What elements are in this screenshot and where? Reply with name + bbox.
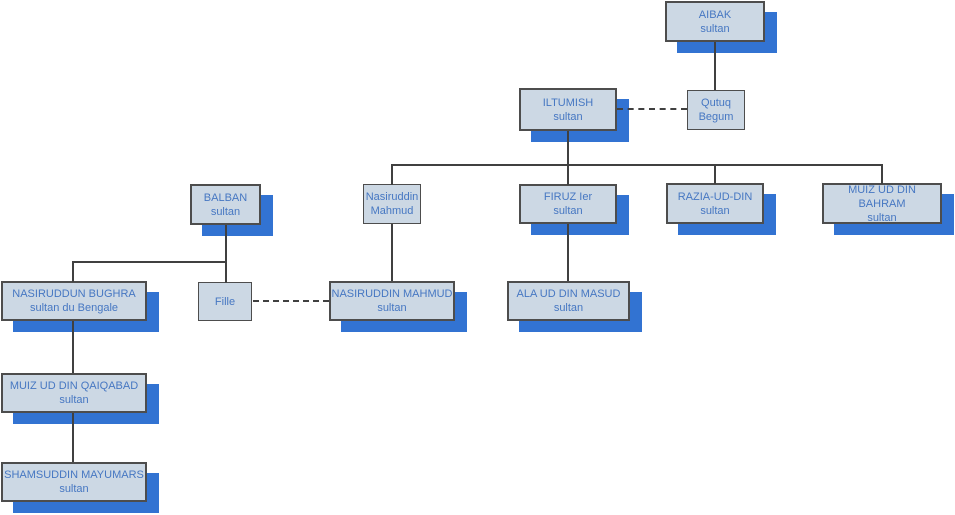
connector-bus-firuz [567,164,569,185]
node-muiz-ud-din-bahram: MUIZ UD DIN BAHRAM sultan [822,183,942,224]
node-sublabel: sultan [59,483,89,495]
node-aibak: AIBAK sultan [665,1,765,42]
node-sublabel: sultan [210,205,241,218]
node-label: NASIRUDDUN BUGHRA [12,288,136,300]
connector-bughra-qaiqabad [72,321,74,373]
connector-qaiqabad-mayumars [72,413,74,462]
node-label: AIBAK [698,8,732,21]
node-label: ALA UD DIN MASUD [516,288,621,300]
node-fille: Fille [198,282,252,321]
node-label: Fille [214,295,236,308]
node-label: SHAMSUDDIN MAYUMARS [4,469,144,481]
connector-bus-bughra [72,261,74,282]
node-iltumish: ILTUMISH sultan [519,88,617,131]
connector-firuz-masud [567,224,569,281]
node-sublabel: sultan [700,22,730,35]
connector-bus-razia [714,164,716,184]
node-label: FIRUZ Ier [543,191,593,203]
node-qutuq-begum: Qutuq Begum [687,90,745,130]
connector-iltumish-bus [567,131,569,166]
node-nasiruddin-mahmud: NASIRUDDIN MAHMUD sultan [329,281,455,321]
node-razia-ud-din: RAZIA-UD-DIN sultan [666,183,764,224]
marriage-link-iltumish-qutuq [617,108,687,110]
connector-bus-fille [225,261,227,283]
marriage-link-fille-nasiruddin-mahmud [253,300,329,302]
node-nasiruddun-bughra: NASIRUDDUN BUGHRA sultan du Bengale [1,281,147,321]
node-ala-ud-din-masud: ALA UD DIN MASUD sultan [507,281,630,321]
node-sublabel: sultan [553,205,583,217]
node-label: MUIZ UD DIN QAIQABAD [9,380,139,392]
node-label: BALBAN [203,191,248,204]
connector-children-bus-iltumish [391,164,883,166]
connector-bus-nasiruddin-mahmud-elder [391,164,393,185]
node-nasiruddin-mahmud-elder: Nasiruddin Mahmud [363,184,421,224]
connector-bus-bahram [881,164,883,184]
node-label: Qutuq Begum [698,97,734,123]
node-sublabel: sultan [59,394,89,406]
connector-balban-bus [225,225,227,263]
node-sublabel: sultan [553,302,584,314]
node-sublabel: sultan [867,211,897,224]
node-label: RAZIA-UD-DIN [677,190,753,203]
node-muiz-ud-din-qaiqabad: MUIZ UD DIN QAIQABAD sultan [1,373,147,413]
node-label: MUIZ UD DIN BAHRAM [848,183,916,210]
node-sublabel: sultan [377,302,407,314]
node-balban: BALBAN sultan [190,184,261,225]
node-sublabel: sultan [553,110,583,123]
node-label: NASIRUDDIN MAHMUD [331,288,453,300]
node-label: ILTUMISH [542,96,594,109]
node-firuz-ier: FIRUZ Ier sultan [519,184,617,224]
node-label: Nasiruddin Mahmud [365,191,419,217]
node-shamsuddin-mayumars: SHAMSUDDIN MAYUMARS sultan [1,462,147,502]
node-sublabel: sultan du Bengale [29,302,119,314]
connector-mahmud-elder-mahmud [391,224,393,281]
node-sublabel: sultan [700,204,730,217]
connector-children-bus-balban [72,261,227,263]
connector-aibak-qutuq [714,42,716,90]
